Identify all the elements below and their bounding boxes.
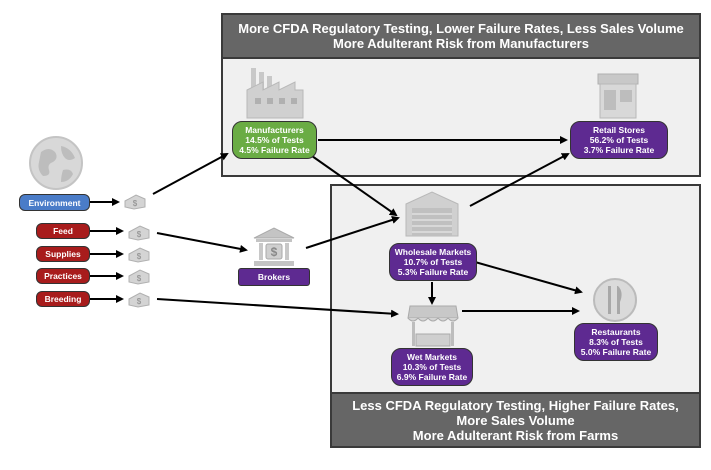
- bank-icon: $: [253, 227, 295, 266]
- bottom-banner-line3: More Adulterant Risk from Farms: [412, 427, 619, 443]
- wet-failure: 6.9% Failure Rate: [396, 372, 468, 382]
- svg-text:$: $: [137, 274, 142, 283]
- source-feed-label: Feed: [53, 226, 73, 236]
- warehouse-icon: [405, 191, 459, 237]
- top-banner: More CFDA Regulatory Testing, Lower Fail…: [221, 13, 701, 59]
- retail-tests: 56.2% of Tests: [589, 135, 649, 145]
- money-bag-icon: $: [128, 225, 150, 241]
- factory-icon: [246, 68, 304, 119]
- wet-tests: 10.3% of Tests: [402, 362, 462, 372]
- manufacturers-name: Manufacturers: [245, 125, 304, 135]
- node-wholesale-markets: Wholesale Markets 10.7% of Tests 5.3% Fa…: [389, 243, 477, 281]
- money-bag-icon: $: [124, 194, 146, 210]
- market-stall-icon: [407, 305, 459, 347]
- source-supplies-label: Supplies: [45, 249, 81, 259]
- store-icon: [597, 73, 639, 119]
- money-bag-icon: $: [128, 292, 150, 308]
- source-breeding-label: Breeding: [44, 294, 82, 304]
- manufacturers-tests: 14.5% of Tests: [245, 135, 304, 145]
- restaurants-tests: 8.3% of Tests: [589, 337, 643, 347]
- top-banner-line2: More Adulterant Risk from Manufacturers: [333, 36, 589, 51]
- money-bag-icon: $: [128, 269, 150, 285]
- money-bag-icon: $: [128, 247, 150, 263]
- globe-icon: [29, 136, 83, 190]
- bottom-banner-line1: Less CFDA Regulatory Testing, Higher Fai…: [352, 397, 679, 413]
- retail-failure: 3.7% Failure Rate: [583, 145, 655, 155]
- source-practices: Practices: [36, 268, 90, 284]
- node-retail-stores: Retail Stores 56.2% of Tests 3.7% Failur…: [570, 121, 668, 159]
- wholesale-tests: 10.7% of Tests: [403, 257, 463, 267]
- source-environment: Environment: [19, 194, 90, 211]
- node-brokers: Brokers: [238, 268, 310, 286]
- top-banner-line1: More CFDA Regulatory Testing, Lower Fail…: [238, 21, 684, 36]
- wholesale-name: Wholesale Markets: [394, 247, 472, 257]
- node-wet-markets: Wet Markets 10.3% of Tests 6.9% Failure …: [391, 348, 473, 386]
- manufacturers-failure: 4.5% Failure Rate: [239, 145, 310, 155]
- restaurants-failure: 5.0% Failure Rate: [580, 347, 652, 357]
- svg-text:$: $: [271, 245, 278, 259]
- fork-knife-icon: [593, 278, 637, 322]
- wholesale-failure: 5.3% Failure Rate: [397, 267, 469, 277]
- source-breeding: Breeding: [36, 291, 90, 307]
- source-feed: Feed: [36, 223, 90, 239]
- node-manufacturers: Manufacturers 14.5% of Tests 4.5% Failur…: [232, 121, 317, 159]
- node-restaurants: Restaurants 8.3% of Tests 5.0% Failure R…: [574, 323, 658, 361]
- wet-name: Wet Markets: [407, 352, 457, 362]
- restaurants-name: Restaurants: [591, 327, 641, 337]
- svg-text:$: $: [137, 230, 142, 239]
- retail-name: Retail Stores: [593, 125, 645, 135]
- svg-text:$: $: [133, 199, 138, 208]
- source-environment-label: Environment: [28, 197, 81, 208]
- svg-text:$: $: [137, 297, 142, 306]
- source-supplies: Supplies: [36, 246, 90, 262]
- bottom-banner-line2: More Sales Volume: [456, 412, 575, 428]
- brokers-name: Brokers: [257, 272, 291, 282]
- source-practices-label: Practices: [44, 271, 82, 281]
- svg-text:$: $: [137, 252, 142, 261]
- bottom-banner: Less CFDA Regulatory Testing, Higher Fai…: [330, 392, 701, 448]
